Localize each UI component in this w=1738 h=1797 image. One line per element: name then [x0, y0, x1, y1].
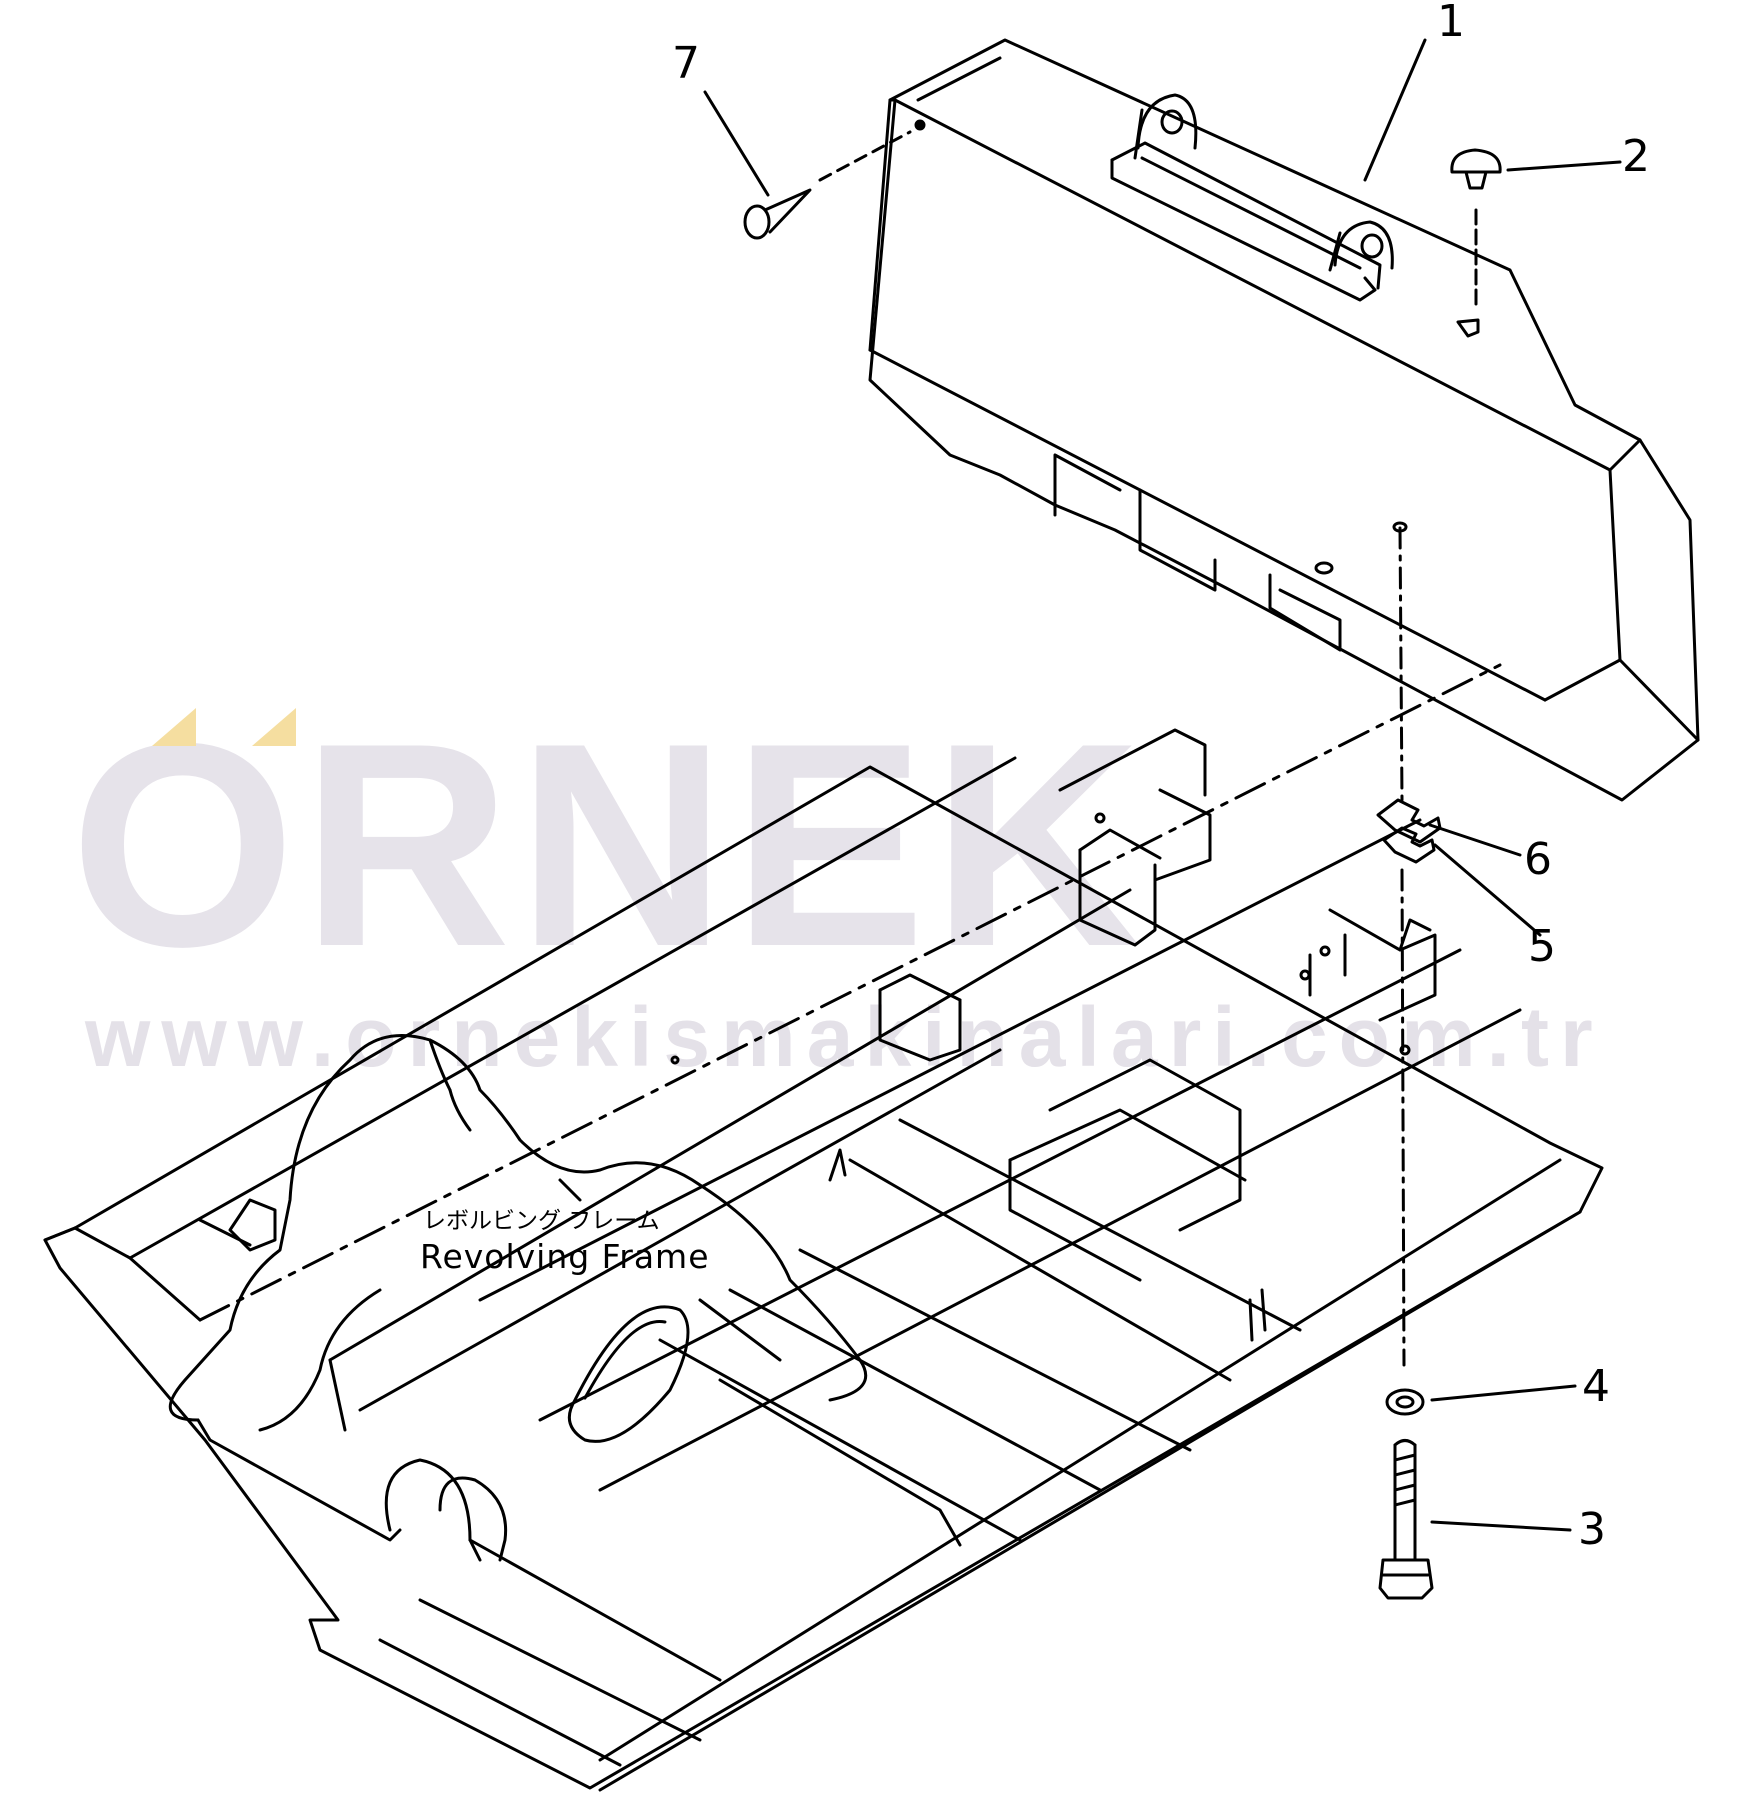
callout-1: 1 — [1437, 0, 1465, 47]
cap — [1450, 148, 1502, 310]
callout-2: 2 — [1622, 131, 1650, 182]
callout-5: 5 — [1528, 921, 1556, 972]
bolt-axis-lower — [1400, 868, 1406, 1367]
frame-label-japanese: レボルビング フレーム — [423, 1208, 660, 1234]
revolving-frame — [43, 663, 1604, 1792]
washer — [1385, 1388, 1425, 1416]
plug — [743, 130, 912, 240]
counterweight — [868, 38, 1700, 802]
callout-7: 7 — [672, 38, 700, 89]
watermark-logo: ORNEK — [70, 683, 1148, 1007]
callout-4: 4 — [1582, 1361, 1610, 1412]
bolt-axis-upper — [1398, 526, 1404, 802]
watermark-umlaut-right — [252, 708, 296, 746]
callout-3: 3 — [1578, 1504, 1606, 1555]
bolt — [1378, 1439, 1434, 1600]
shims — [1376, 798, 1442, 864]
leader-lines — [703, 38, 1622, 1532]
watermark-umlaut-left — [152, 708, 196, 746]
callout-6: 6 — [1524, 834, 1552, 885]
frame-label-english: Revolving Frame — [420, 1237, 710, 1276]
